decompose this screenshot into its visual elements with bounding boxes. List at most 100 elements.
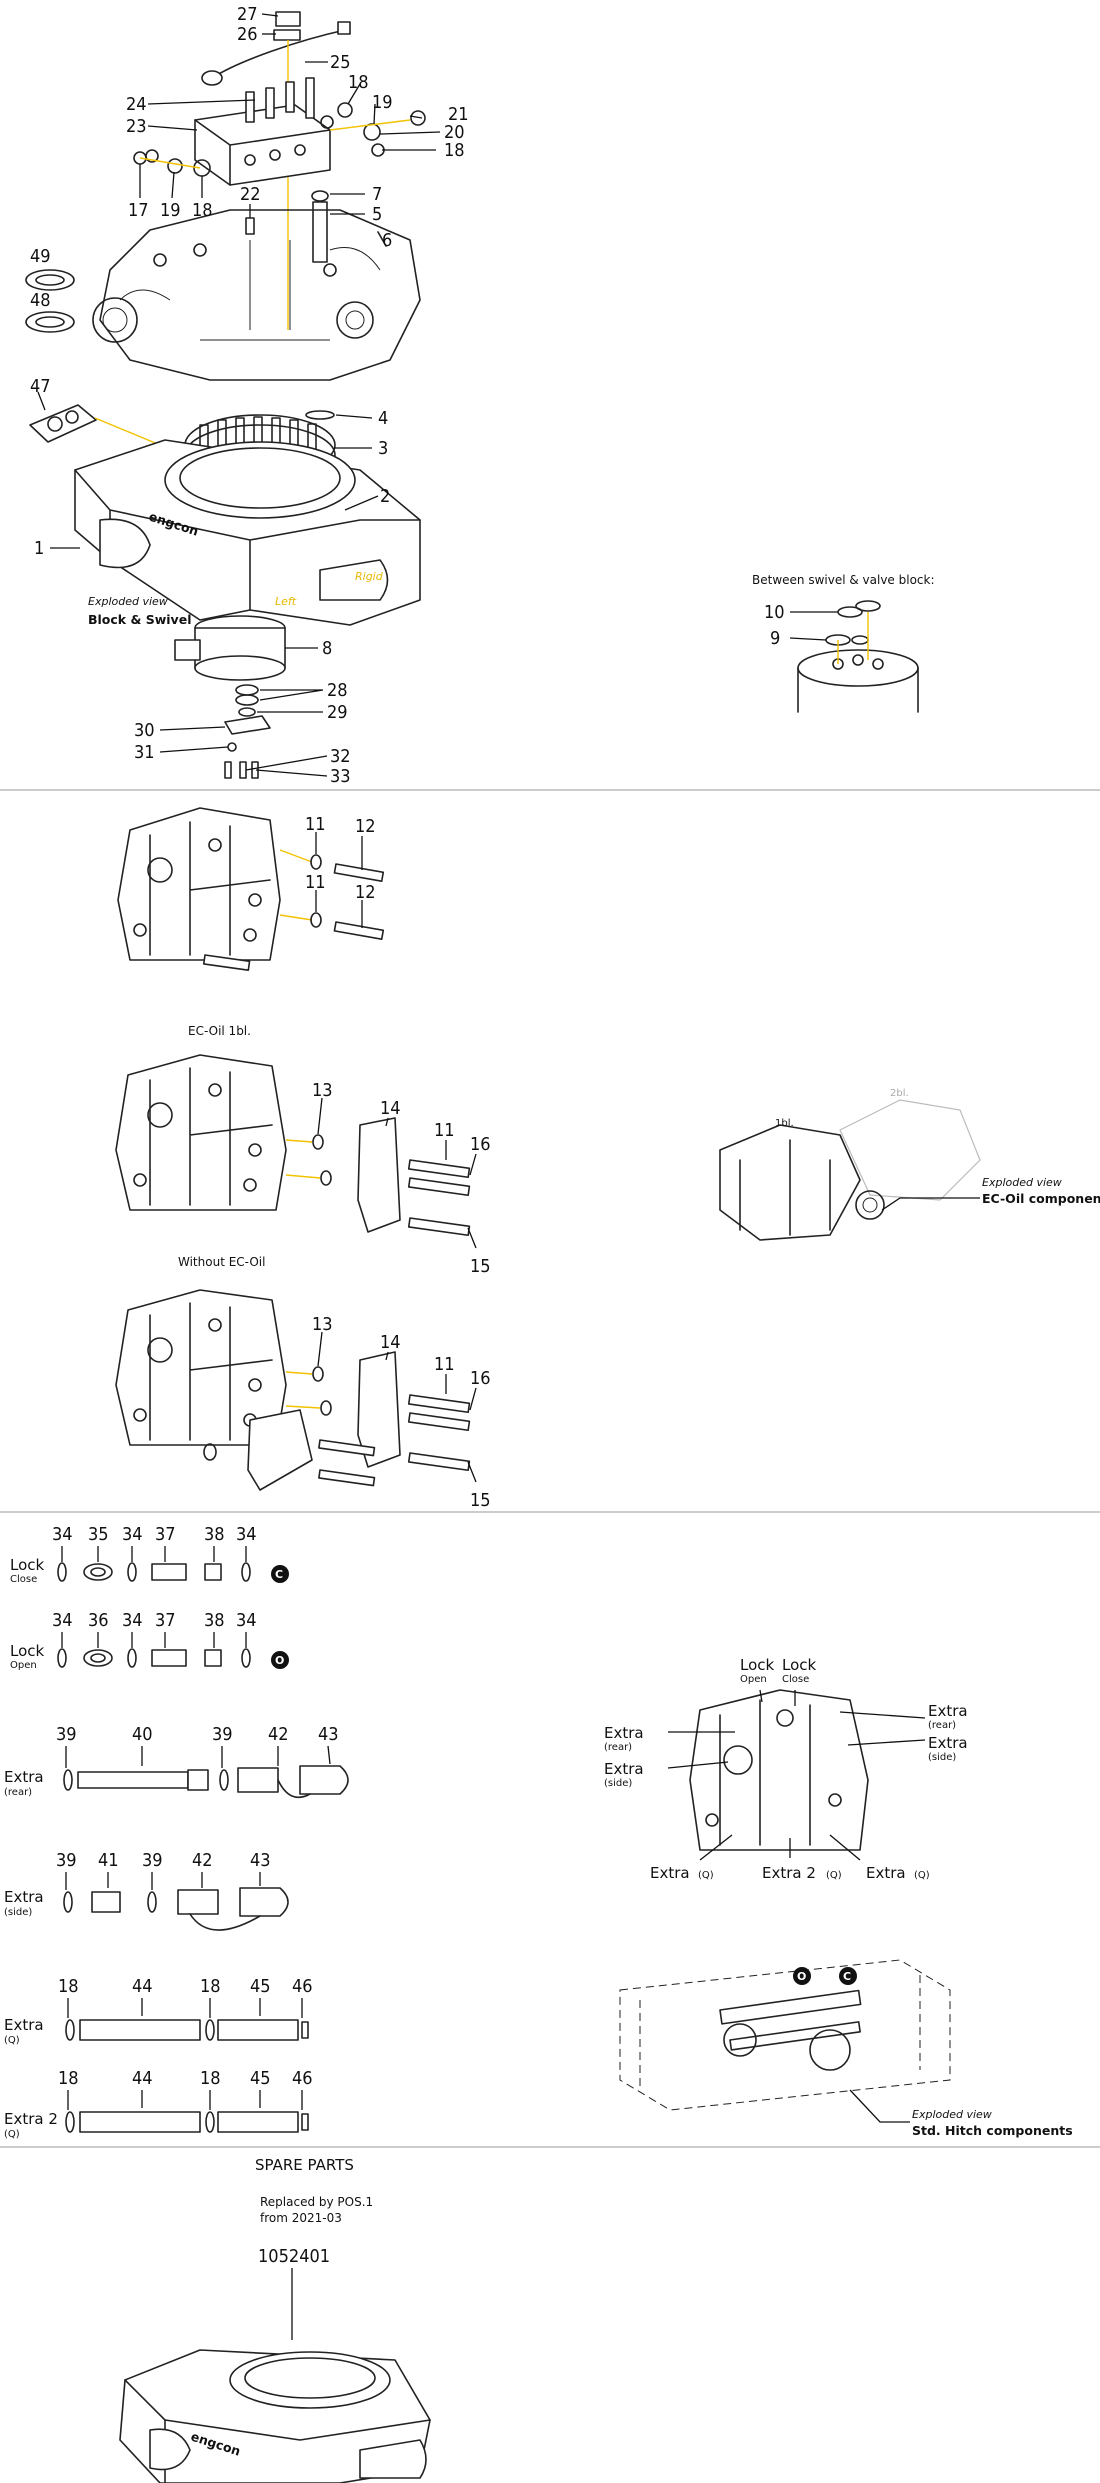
extra2-q-row: Extra 2 (Q) 18 44 18 45 46 (4, 2068, 313, 2140)
ports-extra2-q: Extra 2 (762, 1864, 816, 1882)
section-block-swivel: engcon Rigid Left Exploded view Block & … (25, 4, 935, 787)
callout-35: 35 (88, 1524, 109, 1545)
callout-46b: 46 (292, 2068, 313, 2089)
o-ring-4 (305, 410, 335, 420)
callout-26: 26 (237, 24, 258, 45)
valve-block-a (117, 807, 281, 961)
ports-extra-q-r-sub: (Q) (914, 1870, 930, 1881)
callout-34e: 34 (122, 1610, 143, 1631)
fitting-37 (151, 1563, 187, 1581)
callout-45a: 45 (250, 1976, 271, 1997)
extra-ports-diagram: Lock Open Lock Close Extra (rear) Extra … (604, 1656, 968, 1882)
callout-29: 29 (327, 702, 348, 723)
ports-extra-rear-l-sub: (rear) (604, 1742, 632, 1753)
rigid-yellow-label: Rigid (355, 570, 384, 583)
ports-extra-side-l-sub: (side) (604, 1778, 632, 1789)
callout-6: 6 (382, 230, 392, 251)
fitting-38 (204, 1563, 222, 1581)
callout-28: 28 (327, 680, 348, 701)
extra-q-label: Extra (4, 2016, 44, 2034)
ports-extra2-q-sub: (Q) (826, 1870, 842, 1881)
callout-11c: 11 (434, 1120, 455, 1141)
callout-16b: 16 (470, 1368, 491, 1389)
plate-47 (29, 404, 97, 443)
callouts-section-1: 27 26 25 24 23 18 19 21 20 18 17 19 18 2… (30, 4, 785, 787)
callout-4: 4 (378, 408, 388, 429)
callout-34b: 34 (122, 1524, 143, 1545)
ports-lock-close-2: Close (782, 1674, 809, 1685)
callout-5: 5 (372, 204, 382, 225)
callout-18b: 18 (444, 140, 465, 161)
lock-open-row: Lock Open 34 36 34 37 38 34 O (10, 1610, 289, 1671)
seal-49 (25, 269, 75, 291)
callout-43a: 43 (318, 1724, 339, 1745)
std-hitch-caption: Std. Hitch components (912, 2123, 1073, 2138)
extra2-q-label: Extra 2 (4, 2110, 58, 2128)
extra-q-sub: (Q) (4, 2035, 20, 2046)
valve-housing (99, 209, 421, 381)
callout-45b: 45 (250, 2068, 271, 2089)
lock-open-label-2: Open (10, 1660, 37, 1671)
callout-39a: 39 (56, 1724, 77, 1745)
callout-44a: 44 (132, 1976, 153, 1997)
ports-lock-open-2: Open (740, 1674, 767, 1685)
ports-extra-q-sub: (Q) (698, 1870, 714, 1881)
callout-12a: 12 (355, 816, 376, 837)
hitch-close-badge-text: C (843, 1970, 851, 1983)
extension-44 (79, 2019, 201, 2041)
extra-rear-label: Extra (4, 1768, 44, 1786)
callout-22: 22 (240, 184, 261, 205)
bolt-24 (245, 91, 255, 123)
callout-37b: 37 (155, 1610, 176, 1631)
ports-extra-rear-l: Extra (604, 1724, 644, 1742)
std-hitch-diagram: O C Exploded view Std. Hitch components (619, 1959, 1073, 2138)
lock-open-label-1: Lock (10, 1642, 45, 1660)
callout-11a: 11 (305, 814, 326, 835)
callout-13b: 13 (312, 1314, 333, 1335)
open-badge-text: O (275, 1654, 284, 1667)
extra2-q-sub: (Q) (4, 2129, 20, 2140)
callout-12b: 12 (355, 882, 376, 903)
exploded-view-caption-3: Exploded view (912, 2108, 992, 2121)
hitch-open-badge-text: O (797, 1970, 806, 1983)
hitch-open-badge (793, 1967, 811, 1985)
callout-18g: 18 (200, 2068, 221, 2089)
bolt-12 (333, 863, 385, 882)
pin-6 (377, 231, 387, 247)
callout-19: 19 (372, 92, 393, 113)
without-ec-oil-caption: Without EC-Oil (178, 1255, 265, 1269)
block-swivel-caption: Block & Swivel (88, 612, 191, 627)
ec-oil-1bl-caption: EC-Oil 1bl. (188, 1024, 251, 1038)
callout-46a: 46 (292, 1976, 313, 1997)
callout-2: 2 (380, 486, 390, 507)
callout-13a: 13 (312, 1080, 333, 1101)
spare-part-number: 1052401 (258, 2246, 330, 2267)
callout-20: 20 (444, 122, 465, 143)
extension-40 (77, 1771, 189, 1789)
2bl-label: 2bl. (890, 1088, 909, 1099)
callout-44b: 44 (132, 2068, 153, 2089)
callout-25: 25 (330, 52, 351, 73)
cable-connector (201, 70, 223, 86)
cable-plug (337, 21, 351, 35)
pin-22 (245, 217, 255, 235)
callout-1: 1 (34, 538, 44, 559)
bracket-27 (275, 11, 301, 27)
lock-close-label-1: Lock (10, 1556, 45, 1574)
callout-32: 32 (330, 746, 351, 767)
ec-oil-components-caption: EC-Oil components (982, 1191, 1100, 1206)
callout-42b: 42 (192, 1850, 213, 1871)
sensor-cable (211, 29, 346, 79)
callout-38b: 38 (204, 1610, 225, 1631)
callout-21: 21 (448, 104, 469, 125)
coupling-45 (217, 2019, 299, 2041)
callout-27: 27 (237, 4, 258, 25)
callout-39b: 39 (212, 1724, 233, 1745)
extra-rear-row: Extra (rear) 39 40 39 42 43 (4, 1724, 349, 1799)
callout-16a: 16 (470, 1134, 491, 1155)
callout-49: 49 (30, 246, 51, 267)
callout-30: 30 (134, 720, 155, 741)
close-badge-text: C (275, 1568, 283, 1581)
lock-close-label-2: Close (10, 1574, 37, 1585)
seal-11 (310, 854, 322, 870)
